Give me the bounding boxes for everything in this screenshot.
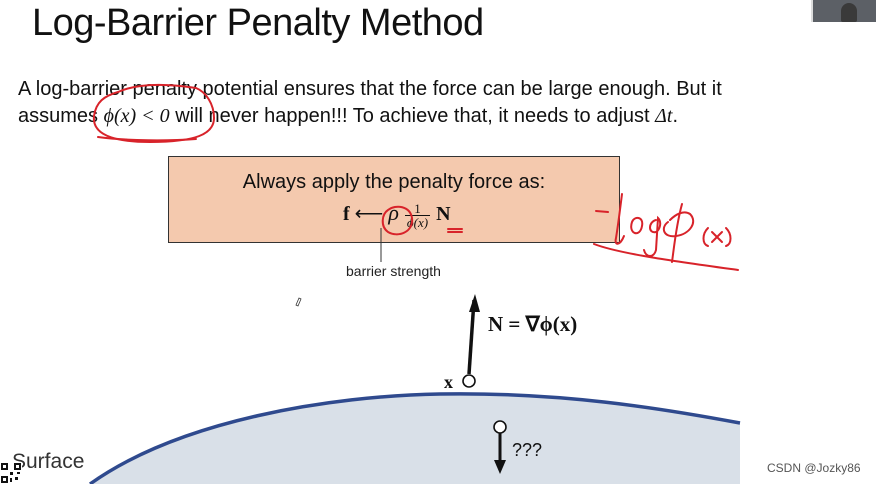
normal-arrow-head — [469, 294, 480, 312]
circle-around-condition — [92, 83, 216, 144]
formula-force: f — [343, 203, 350, 225]
formula-rho: ρ — [388, 200, 399, 225]
formula-numerator: 1 — [404, 202, 431, 216]
annotation-o — [630, 216, 644, 235]
surface-label: Surface — [12, 450, 85, 473]
barrier-strength-label: barrier strength — [346, 263, 441, 279]
annotation-underline — [593, 243, 739, 271]
paragraph-line-1: A log-barrier penalty potential ensures … — [18, 78, 722, 100]
normal-equation: N = ∇ϕ(x) — [488, 312, 578, 336]
qr-code-icon[interactable] — [0, 462, 22, 484]
penetrated-point-marker — [493, 420, 507, 434]
normal-label: N = ∇ϕ(x) — [488, 312, 577, 337]
annotation-minus — [595, 210, 609, 213]
down-arrow-head — [494, 460, 506, 474]
webcam-person-icon — [841, 3, 857, 22]
delta-t-math: Δt — [655, 105, 673, 127]
underline-normal — [447, 228, 463, 233]
annotation-x-paren — [702, 227, 732, 247]
x-label: x — [444, 372, 453, 392]
paragraph-text-b: will never happen!!! To achieve that, it… — [169, 105, 656, 127]
penalty-force-box: Always apply the penalty force as: — [168, 156, 620, 243]
normal-arrow-shaft — [467, 299, 476, 375]
surface-region — [90, 393, 740, 484]
annotation-phi — [662, 203, 695, 263]
slide-paragraph: A log-barrier penalty potential ensures … — [18, 76, 818, 130]
surface-boundary — [88, 392, 741, 484]
paragraph-end: . — [672, 105, 678, 127]
annotation-l — [614, 193, 625, 245]
formula-normal: N — [436, 203, 451, 225]
paragraph-text-a: assumes — [18, 105, 104, 127]
formula-arrow: ⟵ — [354, 203, 384, 225]
annotation-g — [643, 215, 662, 257]
point-x-marker — [462, 374, 476, 388]
paragraph-line-2: assumes ϕ(x) < 0 will never happen!!! To… — [18, 103, 818, 130]
csdn-watermark: CSDN @Jozky86 — [767, 461, 861, 475]
pen-cursor-icon — [295, 297, 302, 307]
phi-condition-math: ϕ(x) < 0 — [103, 105, 170, 127]
circle-around-rho — [381, 205, 414, 236]
red-ink-annotations — [92, 83, 739, 271]
penalty-box-text: Always apply the penalty force as: — [242, 171, 546, 193]
question-label: ??? — [512, 440, 543, 460]
webcam-thumbnail — [811, 0, 876, 22]
underline-condition — [97, 136, 197, 142]
slide-title: Log-Barrier Penalty Method — [32, 2, 484, 44]
